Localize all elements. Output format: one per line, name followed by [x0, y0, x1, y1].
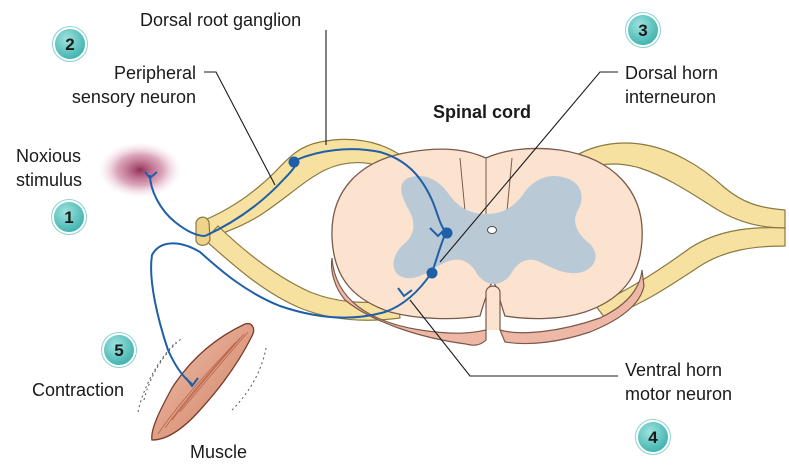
noxious-stimulus-spot [98, 142, 182, 198]
label-dorsal-horn-line1: Dorsal horn [625, 63, 718, 83]
label-ventral-horn-line2: motor neuron [625, 384, 732, 404]
motor-neuron-cell-body [427, 268, 438, 279]
svg-text:2: 2 [65, 35, 74, 54]
label-noxious-line1: Noxious [16, 146, 81, 166]
svg-text:5: 5 [114, 341, 123, 360]
label-ventral-horn-line1: Ventral horn [625, 360, 722, 380]
label-contraction: Contraction [32, 380, 124, 400]
muscle [138, 324, 266, 440]
step-badge-2: 2 [53, 27, 88, 62]
interneuron-cell-body [442, 228, 453, 239]
svg-text:4: 4 [648, 428, 658, 447]
step-badge-3: 3 [626, 13, 661, 48]
step-badge-4: 4 [636, 420, 671, 455]
label-muscle: Muscle [190, 442, 247, 462]
label-dorsal-horn-line2: interneuron [625, 87, 716, 107]
label-noxious-line2: stimulus [16, 170, 82, 190]
step-badge-5: 5 [102, 333, 137, 368]
ganglion-cell-body [289, 157, 300, 168]
svg-text:3: 3 [638, 21, 647, 40]
step-badge-1: 1 [52, 200, 87, 235]
label-dorsal-root-ganglion: Dorsal root ganglion [140, 10, 301, 30]
svg-text:1: 1 [64, 208, 73, 227]
label-peripheral-sensory-line2: sensory neuron [72, 87, 196, 107]
label-spinal-cord: Spinal cord [433, 102, 531, 122]
label-peripheral-sensory-line1: Peripheral [114, 63, 196, 83]
